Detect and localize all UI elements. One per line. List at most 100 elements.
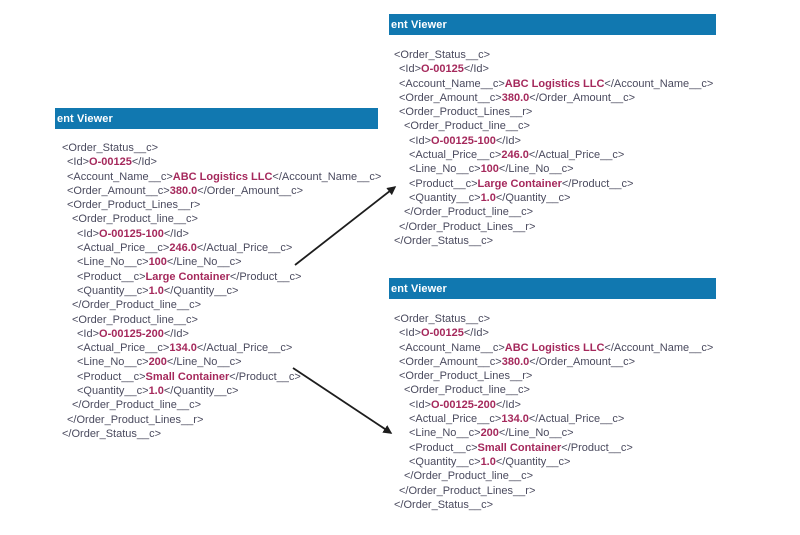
xml-value: Small Container bbox=[477, 441, 562, 454]
xml-tag: <Order_Amount__c> bbox=[399, 91, 502, 104]
xml-value: ABC Logistics LLC bbox=[504, 341, 605, 354]
xml-tag: <Order_Status__c> bbox=[394, 49, 491, 61]
xml-value: 246.0 bbox=[501, 149, 529, 162]
xml-tag: </Id> bbox=[495, 134, 521, 147]
xml-tag: </Product__c> bbox=[229, 270, 302, 283]
xml-line: <Quantity__c>1.0</Quantity__c> bbox=[62, 384, 378, 398]
xml-line: <Product__c>Large Container</Product__c> bbox=[394, 177, 716, 191]
xml-line: <Account_Name__c>ABC Logistics LLC</Acco… bbox=[62, 170, 382, 184]
xml-value: O-00125-200 bbox=[99, 327, 164, 340]
xml-line: <Actual_Price__c>134.0</Actual_Price__c> bbox=[62, 341, 378, 355]
xml-tag: <Account_Name__c> bbox=[399, 341, 505, 354]
xml-value: O-00125 bbox=[89, 156, 132, 169]
xml-tag: </Order_Status__c> bbox=[62, 427, 162, 440]
xml-tag: </Line_No__c> bbox=[166, 356, 242, 369]
split-bottom-viewer-panel: ent Viewer <Order_Status__c><Id>O-00125<… bbox=[389, 278, 716, 512]
xml-tag: <Order_Product_line__c> bbox=[72, 313, 198, 326]
xml-line: <Line_No__c>100</Line_No__c> bbox=[62, 255, 378, 269]
xml-value: O-00125-100 bbox=[431, 134, 496, 147]
xml-tag: <Id> bbox=[399, 63, 422, 76]
xml-tag: </Order_Amount__c> bbox=[529, 355, 636, 368]
xml-value: 134.0 bbox=[169, 342, 197, 355]
xml-tag: </Id> bbox=[163, 227, 189, 240]
viewer-panel-header: ent Viewer bbox=[389, 14, 716, 35]
xml-value: Large Container bbox=[145, 270, 230, 283]
xml-value: 1.0 bbox=[480, 455, 496, 468]
xml-tag: </Actual_Price__c> bbox=[528, 413, 625, 426]
xml-tag: <Product__c> bbox=[77, 270, 146, 283]
xml-value: O-00125 bbox=[421, 63, 464, 76]
xml-tag: </Account_Name__c> bbox=[604, 341, 714, 354]
xml-tag: <Account_Name__c> bbox=[399, 77, 505, 90]
xml-tag: </Id> bbox=[131, 156, 157, 169]
xml-content: <Order_Status__c><Id>O-00125</Id><Accoun… bbox=[389, 48, 716, 248]
xml-tag: <Actual_Price__c> bbox=[409, 149, 502, 162]
xml-line: </Order_Product_line__c> bbox=[62, 298, 378, 312]
xml-line: <Id>O-00125-200</Id> bbox=[394, 398, 716, 412]
xml-line: <Order_Product_line__c> bbox=[394, 119, 716, 133]
xml-line: <Actual_Price__c>246.0</Actual_Price__c> bbox=[62, 241, 378, 255]
xml-line: <Id>O-00125</Id> bbox=[62, 155, 378, 169]
xml-value: 380.0 bbox=[501, 91, 530, 104]
xml-tag: </Actual_Price__c> bbox=[196, 342, 293, 355]
xml-tag: <Account_Name__c> bbox=[67, 170, 173, 183]
xml-tag: <Product__c> bbox=[409, 441, 478, 454]
xml-line: <Id>O-00125</Id> bbox=[394, 326, 716, 340]
viewer-panel-title: ent Viewer bbox=[391, 282, 447, 295]
xml-line: <Order_Status__c> bbox=[394, 312, 716, 326]
xml-tag: <Order_Status__c> bbox=[394, 313, 491, 325]
xml-line: </Order_Product_Lines__r> bbox=[62, 413, 378, 427]
xml-line: </Order_Status__c> bbox=[394, 498, 716, 512]
xml-tag: </Quantity__c> bbox=[163, 284, 239, 297]
xml-tag: </Product__c> bbox=[229, 370, 301, 383]
xml-line: <Order_Status__c> bbox=[394, 48, 716, 62]
xml-tag: </Id> bbox=[463, 327, 489, 340]
xml-tag: <Product__c> bbox=[77, 370, 146, 383]
xml-tag: </Id> bbox=[495, 398, 521, 411]
xml-tag: <Quantity__c> bbox=[77, 385, 149, 398]
xml-tag: <Order_Product_line__c> bbox=[72, 213, 198, 226]
xml-tag: <Id> bbox=[409, 134, 432, 147]
xml-content: <Order_Status__c><Id>O-00125</Id><Accoun… bbox=[389, 312, 716, 512]
xml-line: <Quantity__c>1.0</Quantity__c> bbox=[62, 284, 378, 298]
xml-line: </Order_Product_Lines__r> bbox=[394, 220, 716, 234]
xml-line: <Quantity__c>1.0</Quantity__c> bbox=[394, 455, 716, 469]
xml-line: <Id>O-00125</Id> bbox=[394, 62, 716, 76]
xml-tag: <Order_Product_Lines__r> bbox=[399, 370, 533, 383]
xml-tag: <Id> bbox=[399, 327, 422, 340]
xml-line: <Order_Product_Lines__r> bbox=[394, 105, 716, 119]
xml-tag: <Order_Amount__c> bbox=[67, 184, 170, 197]
xml-value: 134.0 bbox=[501, 413, 529, 426]
xml-tag: <Order_Product_Lines__r> bbox=[67, 199, 201, 212]
xml-line: <Order_Amount__c>380.0</Order_Amount__c> bbox=[394, 91, 716, 105]
xml-value: ABC Logistics LLC bbox=[172, 170, 273, 183]
xml-value: 200 bbox=[148, 356, 167, 369]
xml-tag: <Line_No__c> bbox=[409, 163, 481, 176]
xml-tag: </Order_Product_line__c> bbox=[404, 206, 534, 219]
xml-value: 100 bbox=[148, 256, 167, 269]
xml-tag: </Order_Amount__c> bbox=[529, 91, 636, 104]
xml-value: 1.0 bbox=[480, 191, 496, 204]
xml-tag: <Order_Product_Lines__r> bbox=[399, 106, 533, 119]
xml-line: <Product__c>Large Container</Product__c> bbox=[62, 270, 378, 284]
xml-tag: <Quantity__c> bbox=[77, 284, 149, 297]
xml-tag: </Account_Name__c> bbox=[272, 170, 382, 183]
xml-tag: <Id> bbox=[67, 156, 90, 169]
xml-value: Small Container bbox=[145, 370, 230, 383]
xml-line: <Order_Status__c> bbox=[62, 141, 378, 155]
xml-line: </Order_Product_Lines__r> bbox=[394, 484, 716, 498]
xml-tag: <Id> bbox=[77, 327, 100, 340]
xml-line: <Actual_Price__c>246.0</Actual_Price__c> bbox=[394, 148, 716, 162]
xml-tag: </Id> bbox=[463, 63, 489, 76]
xml-tag: </Quantity__c> bbox=[495, 191, 571, 204]
xml-tag: <Id> bbox=[409, 398, 432, 411]
xml-value: 380.0 bbox=[501, 355, 530, 368]
source-viewer-panel: ent Viewer <Order_Status__c><Id>O-00125<… bbox=[55, 108, 382, 441]
xml-line: <Id>O-00125-100</Id> bbox=[394, 134, 716, 148]
xml-value: 246.0 bbox=[169, 242, 197, 255]
xml-tag: <Line_No__c> bbox=[409, 427, 481, 440]
xml-line: <Order_Product_line__c> bbox=[62, 212, 378, 226]
xml-content: <Order_Status__c><Id>O-00125</Id><Accoun… bbox=[55, 141, 382, 441]
xml-tag: </Order_Product_Lines__r> bbox=[67, 413, 204, 426]
